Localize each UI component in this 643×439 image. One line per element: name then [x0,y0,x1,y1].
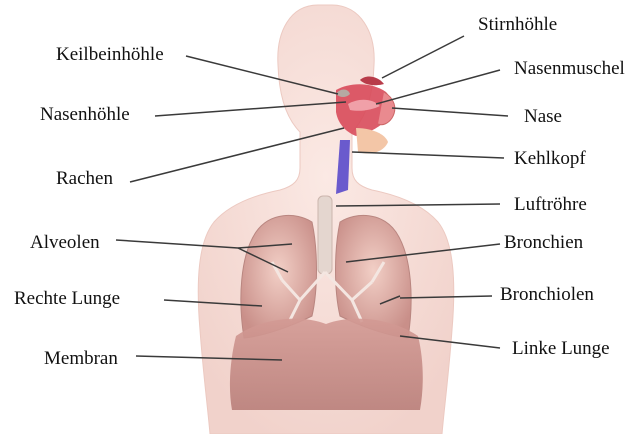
trachea [318,196,332,274]
label-bronchiolen: Bronchiolen [500,284,594,305]
diaphragm [230,319,423,410]
leader-nasenmuschel [376,70,500,104]
diaphragm-shape [230,319,423,410]
label-alveolen: Alveolen [30,232,100,253]
label-nase: Nase [524,106,562,127]
leader-kehlkopf [352,152,504,158]
label-linke-lunge: Linke Lunge [512,338,610,359]
label-luftroehre: Luftröhre [514,194,587,215]
leader-stirnhoehle [382,36,464,78]
label-keilbeinhoehle: Keilbeinhöhle [56,44,164,65]
trachea-shape [318,196,332,274]
label-rachen: Rachen [56,168,113,189]
label-membran: Membran [44,348,118,369]
label-kehlkopf: Kehlkopf [514,148,586,169]
label-stirnhoehle: Stirnhöhle [478,14,557,35]
label-nasenhoehle: Nasenhöhle [40,104,130,125]
label-bronchien: Bronchien [504,232,584,253]
label-nasenmuschel: Nasenmuschel [514,58,625,79]
label-rechte-lunge: Rechte Lunge [14,288,120,309]
leader-nase [392,108,508,116]
oral-area-shape [356,128,388,154]
